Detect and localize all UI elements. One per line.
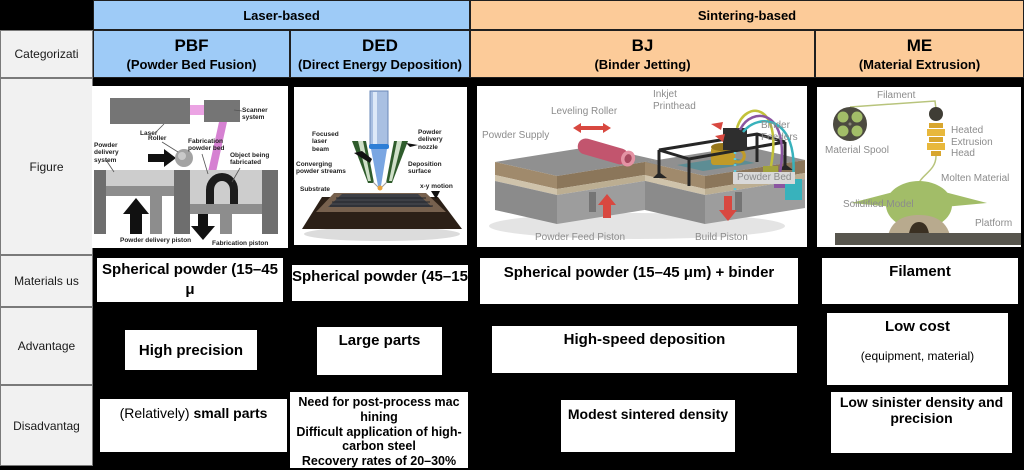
xy-motion-arrow: [431, 191, 440, 199]
ded-label-focused-laser-beam: Focused laser beam: [312, 131, 339, 153]
row-label-categorization: Categorizati: [0, 30, 93, 78]
pbf-label-object-being-fabricated: Object being fabricated: [230, 152, 270, 167]
ded-full-name: (Direct Energy Deposition): [298, 56, 462, 72]
pbf-full-name: (Powder Bed Fusion): [126, 56, 257, 72]
group-header-sintering-based: Sintering-based: [470, 0, 1024, 30]
roller-arrow: [148, 149, 176, 167]
pbf-figure: Powder delivery system Roller Laser Scan…: [92, 86, 288, 248]
inkjet-printhead-shape: [723, 128, 747, 150]
yoda-head: [886, 181, 952, 229]
pbf-label-fabrication-piston: Fabrication piston: [212, 240, 269, 247]
build-down-arrow: [719, 196, 737, 221]
down-arrow: [191, 214, 215, 240]
disadvantage-cell-me: Low sinister density and precision: [831, 392, 1012, 453]
pbf-diagram: [92, 86, 288, 248]
disadvantage-pbf-bold: small parts: [193, 405, 268, 421]
advantage-cell-me: Low cost (equipment, material): [827, 313, 1008, 385]
laser-unit: [110, 98, 190, 124]
row-label-advantage: Advantage: [0, 307, 93, 385]
me-label-heated-extrusion-head: Heated Extrusion Head: [951, 125, 993, 159]
up-arrow: [123, 198, 149, 234]
column-header-ded: DED (Direct Energy Deposition): [290, 30, 470, 78]
ded-label-powder-delivery-nozzle: Powder delivery nozzle: [418, 129, 443, 151]
bj-label-build-piston: Build Piston: [695, 232, 748, 243]
fabricated-object-arch: [206, 173, 238, 204]
laser-column: [369, 90, 389, 146]
bj-figure: Powder Supply Leveling Roller Inkjet Pri…: [477, 86, 807, 247]
advantage-me-note: (equipment, material): [860, 349, 975, 363]
column-header-me: ME (Material Extrusion): [815, 30, 1024, 78]
leveling-roller-shape: [577, 138, 636, 167]
me-abbr: ME: [906, 36, 933, 56]
bj-abbr: BJ: [631, 36, 654, 56]
filament-line: [849, 100, 937, 110]
bj-diagram: [477, 86, 807, 247]
pbf-label-powder-delivery-piston: Powder delivery piston: [120, 237, 192, 244]
materials-cell-me: Filament: [822, 258, 1018, 304]
advantage-me-main: Low cost: [884, 318, 950, 335]
disadvantage-pbf-regular: (Relatively): [119, 405, 194, 421]
focused-beam: [371, 149, 387, 186]
row-label-figure: Figure: [0, 78, 93, 255]
me-label-platform: Platform: [975, 218, 1013, 229]
me-figure: Filament Material Spool Heated Extrusion…: [817, 87, 1021, 247]
me-label-solidified-model: Solidified Model: [843, 199, 914, 210]
pulley: [929, 107, 943, 121]
ded-label-substrate: Substrate: [300, 186, 330, 193]
column-header-pbf: PBF (Powder Bed Fusion): [93, 30, 290, 78]
pbf-abbr: PBF: [174, 36, 209, 56]
feed-up-arrow: [598, 194, 616, 218]
bj-label-inkjet-printhead: Inkjet Printhead: [653, 89, 696, 112]
laser-beam-diagonal: [208, 122, 227, 172]
melt-pool: [377, 185, 383, 191]
pbf-label-roller: Roller: [148, 135, 167, 142]
row-label-disadvantage: Disadvantag: [0, 385, 93, 466]
row-label-materials: Materials us: [0, 255, 93, 307]
laser-beam-horizontal: [190, 105, 204, 115]
ded-label-xy-motion: x-y motion: [420, 183, 453, 190]
materials-cell-pbf: Spherical powder (15–45 μ m): [97, 258, 283, 317]
me-label-material-spool: Material Spool: [825, 145, 889, 156]
bj-label-leveling-roller: Leveling Roller: [551, 106, 618, 117]
bj-label-powder-feed-piston: Powder Feed Piston: [535, 232, 626, 243]
bj-full-name: (Binder Jetting): [594, 56, 691, 72]
me-label-molten-material: Molten Material: [941, 173, 1010, 184]
ded-label-converging-powder-streams: Converging powder streams: [296, 161, 346, 176]
bj-label-powder-bed: Powder Bed: [733, 172, 796, 184]
ded-abbr: DED: [362, 36, 398, 56]
roller-motion-arrow: [580, 126, 604, 130]
extrusion-head-shape: [929, 123, 943, 128]
pbf-label-fabrication-powder-bed: Fabrication powder bed: [188, 138, 225, 153]
me-diagram: [817, 87, 1021, 247]
delivery-piston-plate: [106, 186, 174, 196]
bj-label-binder-feeders: Binder Feeders: [761, 120, 798, 143]
scanner-unit: [204, 100, 240, 122]
advantage-cell-bj: High-speed deposition: [492, 326, 797, 373]
advantage-cell-ded: Large parts: [317, 327, 442, 375]
materials-cell-bj: Spherical powder (15–45 μm) + binder: [480, 258, 798, 304]
pbf-label-powder-delivery-system: Powder delivery system: [94, 142, 119, 164]
powder-left: [106, 170, 174, 186]
me-full-name: (Material Extrusion): [858, 56, 981, 72]
ded-diagram: [294, 87, 467, 245]
advantage-cell-pbf: High precision: [125, 330, 257, 370]
platform-shape: [835, 233, 1021, 245]
pbf-label-scanner-system: Scanner system: [242, 107, 268, 122]
group-header-laser-based: Laser-based: [93, 0, 470, 30]
disadvantage-cell-bj: Modest sintered density: [561, 400, 735, 452]
pbf-label-laser: Laser: [140, 130, 158, 137]
ded-figure: Focused laser beam Powder delivery nozzl…: [294, 87, 467, 245]
disadvantage-cell-pbf: (Relatively) small parts: [100, 399, 287, 452]
ded-label-deposition-surface: Deposition surface: [408, 161, 442, 176]
binder-feeder-teal: [785, 179, 802, 200]
materials-cell-ded: Spherical powder (45–150: [292, 265, 468, 301]
bj-label-powder-supply: Powder Supply: [482, 130, 550, 141]
fabrication-piston-plate: [190, 204, 262, 214]
beam-arrow: [354, 151, 372, 163]
column-header-bj: BJ (Binder Jetting): [470, 30, 815, 78]
me-label-filament: Filament: [877, 90, 916, 101]
deposited-layers: [328, 194, 432, 207]
disadvantage-cell-ded: Need for post-process mac hining Difficu…: [290, 392, 468, 468]
